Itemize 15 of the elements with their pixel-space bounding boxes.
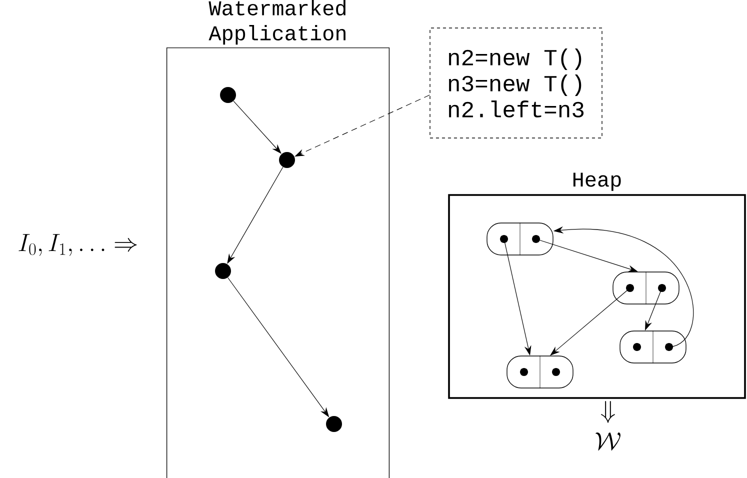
watermark-symbol: $\mathcal{W}$ (596, 432, 620, 451)
double-arrow-symbol: $\Downarrow$ (601, 400, 615, 423)
panel-title: Heap (573, 172, 621, 191)
code-box: n2=new T() n3=new T() n2.left=n3 (430, 28, 602, 138)
record-cell (486, 222, 554, 256)
record-cell (506, 355, 574, 389)
panel-title: Watermarked Application (208, 0, 346, 45)
dot (215, 263, 231, 279)
dot (326, 416, 342, 432)
record-cell (612, 271, 680, 305)
dot (220, 87, 236, 103)
record-cell (620, 330, 686, 364)
arrow (233, 100, 282, 154)
dot (279, 152, 295, 168)
input-sequence: $I_0, I_1, \ldots \Rightarrow$ (18, 234, 137, 256)
